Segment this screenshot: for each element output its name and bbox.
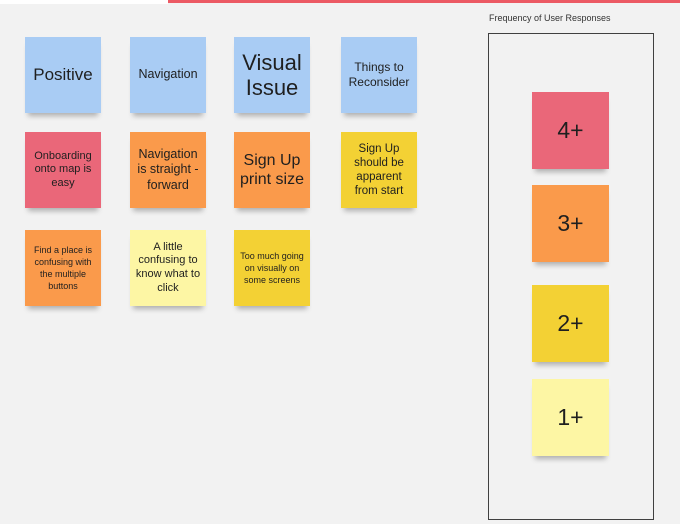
sticky-note-sign-up-print-size[interactable]: Sign Up print size [234,132,310,208]
sticky-note-text: Positive [33,64,93,84]
sticky-note-positive[interactable]: Positive [25,37,101,113]
sticky-note-text: A little confusing to know what to click [135,240,201,294]
frequency-note-3-plus[interactable]: 3+ [532,185,609,262]
sticky-note-navigation-straightforward[interactable]: Navigation is straight - forward [130,132,206,208]
frequency-note-2-plus[interactable]: 2+ [532,285,609,362]
frequency-note-4-plus[interactable]: 4+ [532,92,609,169]
sticky-note-visual-issue[interactable]: Visual Issue [234,37,310,113]
sticky-note-text: Navigation is straight - forward [137,147,199,192]
frequency-label: 3+ [557,210,584,236]
sticky-note-find-a-place[interactable]: Find a place is confusing with the multi… [25,230,101,306]
frequency-label: 1+ [557,404,584,430]
sticky-note-text: Sign Up print size [239,151,305,188]
frequency-label: 4+ [557,117,584,143]
frequency-note-1-plus[interactable]: 1+ [532,379,609,456]
sticky-note-text: Things to Reconsider [348,60,410,89]
canvas-top-edge [0,0,168,4]
sticky-note-things-to-reconsider[interactable]: Things to Reconsider [341,37,417,113]
frequency-frame-title: Frequency of User Responses [489,13,611,23]
canvas-accent-bar [168,0,680,3]
sticky-note-text: Too much going on visually on some scree… [240,250,304,286]
sticky-note-text: Find a place is confusing with the multi… [33,244,93,292]
sticky-note-onboarding[interactable]: Onboarding onto map is easy [25,132,101,208]
frequency-label: 2+ [557,310,584,336]
sticky-note-sign-up-apparent[interactable]: Sign Up should be apparent from start [341,132,417,208]
sticky-note-text: Navigation [138,67,198,82]
sticky-note-text: Visual Issue [242,49,302,100]
sticky-note-navigation[interactable]: Navigation [130,37,206,113]
frequency-frame[interactable] [488,33,654,520]
sticky-note-too-much-going-on[interactable]: Too much going on visually on some scree… [234,230,310,306]
sticky-note-text: Onboarding onto map is easy [34,149,92,189]
sticky-note-little-confusing[interactable]: A little confusing to know what to click [130,230,206,306]
sticky-note-text: Sign Up should be apparent from start [354,142,404,198]
